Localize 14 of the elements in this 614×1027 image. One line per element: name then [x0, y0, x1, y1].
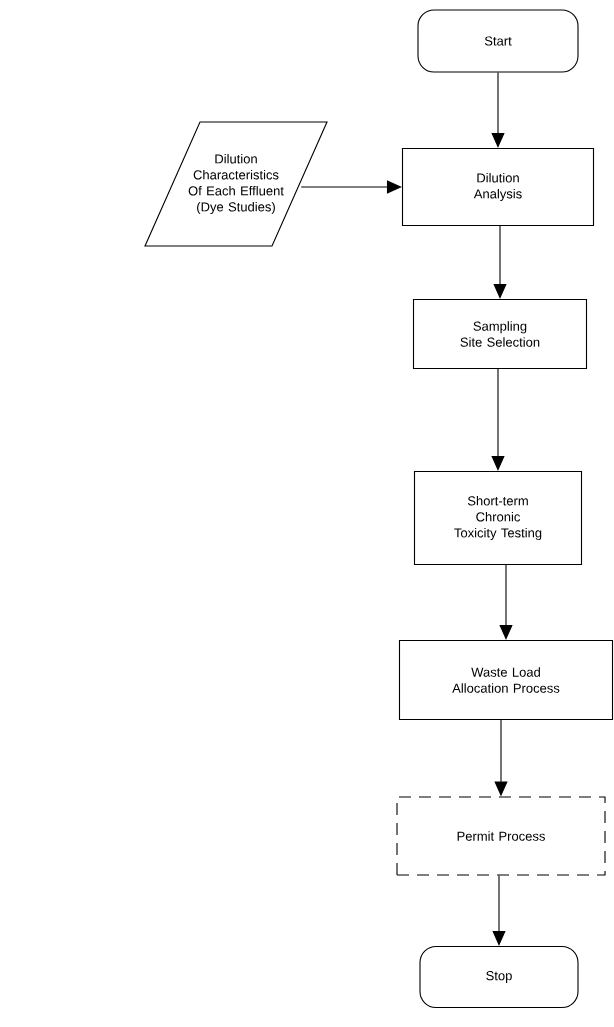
process-box: Waste Load Allocation Process [398, 639, 614, 721]
process-box: Sampling Site Selection [412, 298, 588, 370]
arrow [491, 368, 505, 471]
arrow [491, 72, 505, 148]
terminal-box: Stop [419, 945, 579, 1009]
process-box: Short-term Chronic Toxicity Testing [413, 470, 583, 566]
arrow [300, 180, 402, 194]
terminal-box: Start [417, 9, 579, 73]
arrow [492, 875, 506, 946]
process-box: Dilution Analysis [401, 147, 595, 227]
process-box: Permit Process [396, 796, 606, 876]
input-parallelogram: Dilution Characteristics Of Each Effluent (Dye Studies) [144, 121, 328, 247]
arrow [493, 225, 507, 299]
arrow [499, 564, 513, 640]
